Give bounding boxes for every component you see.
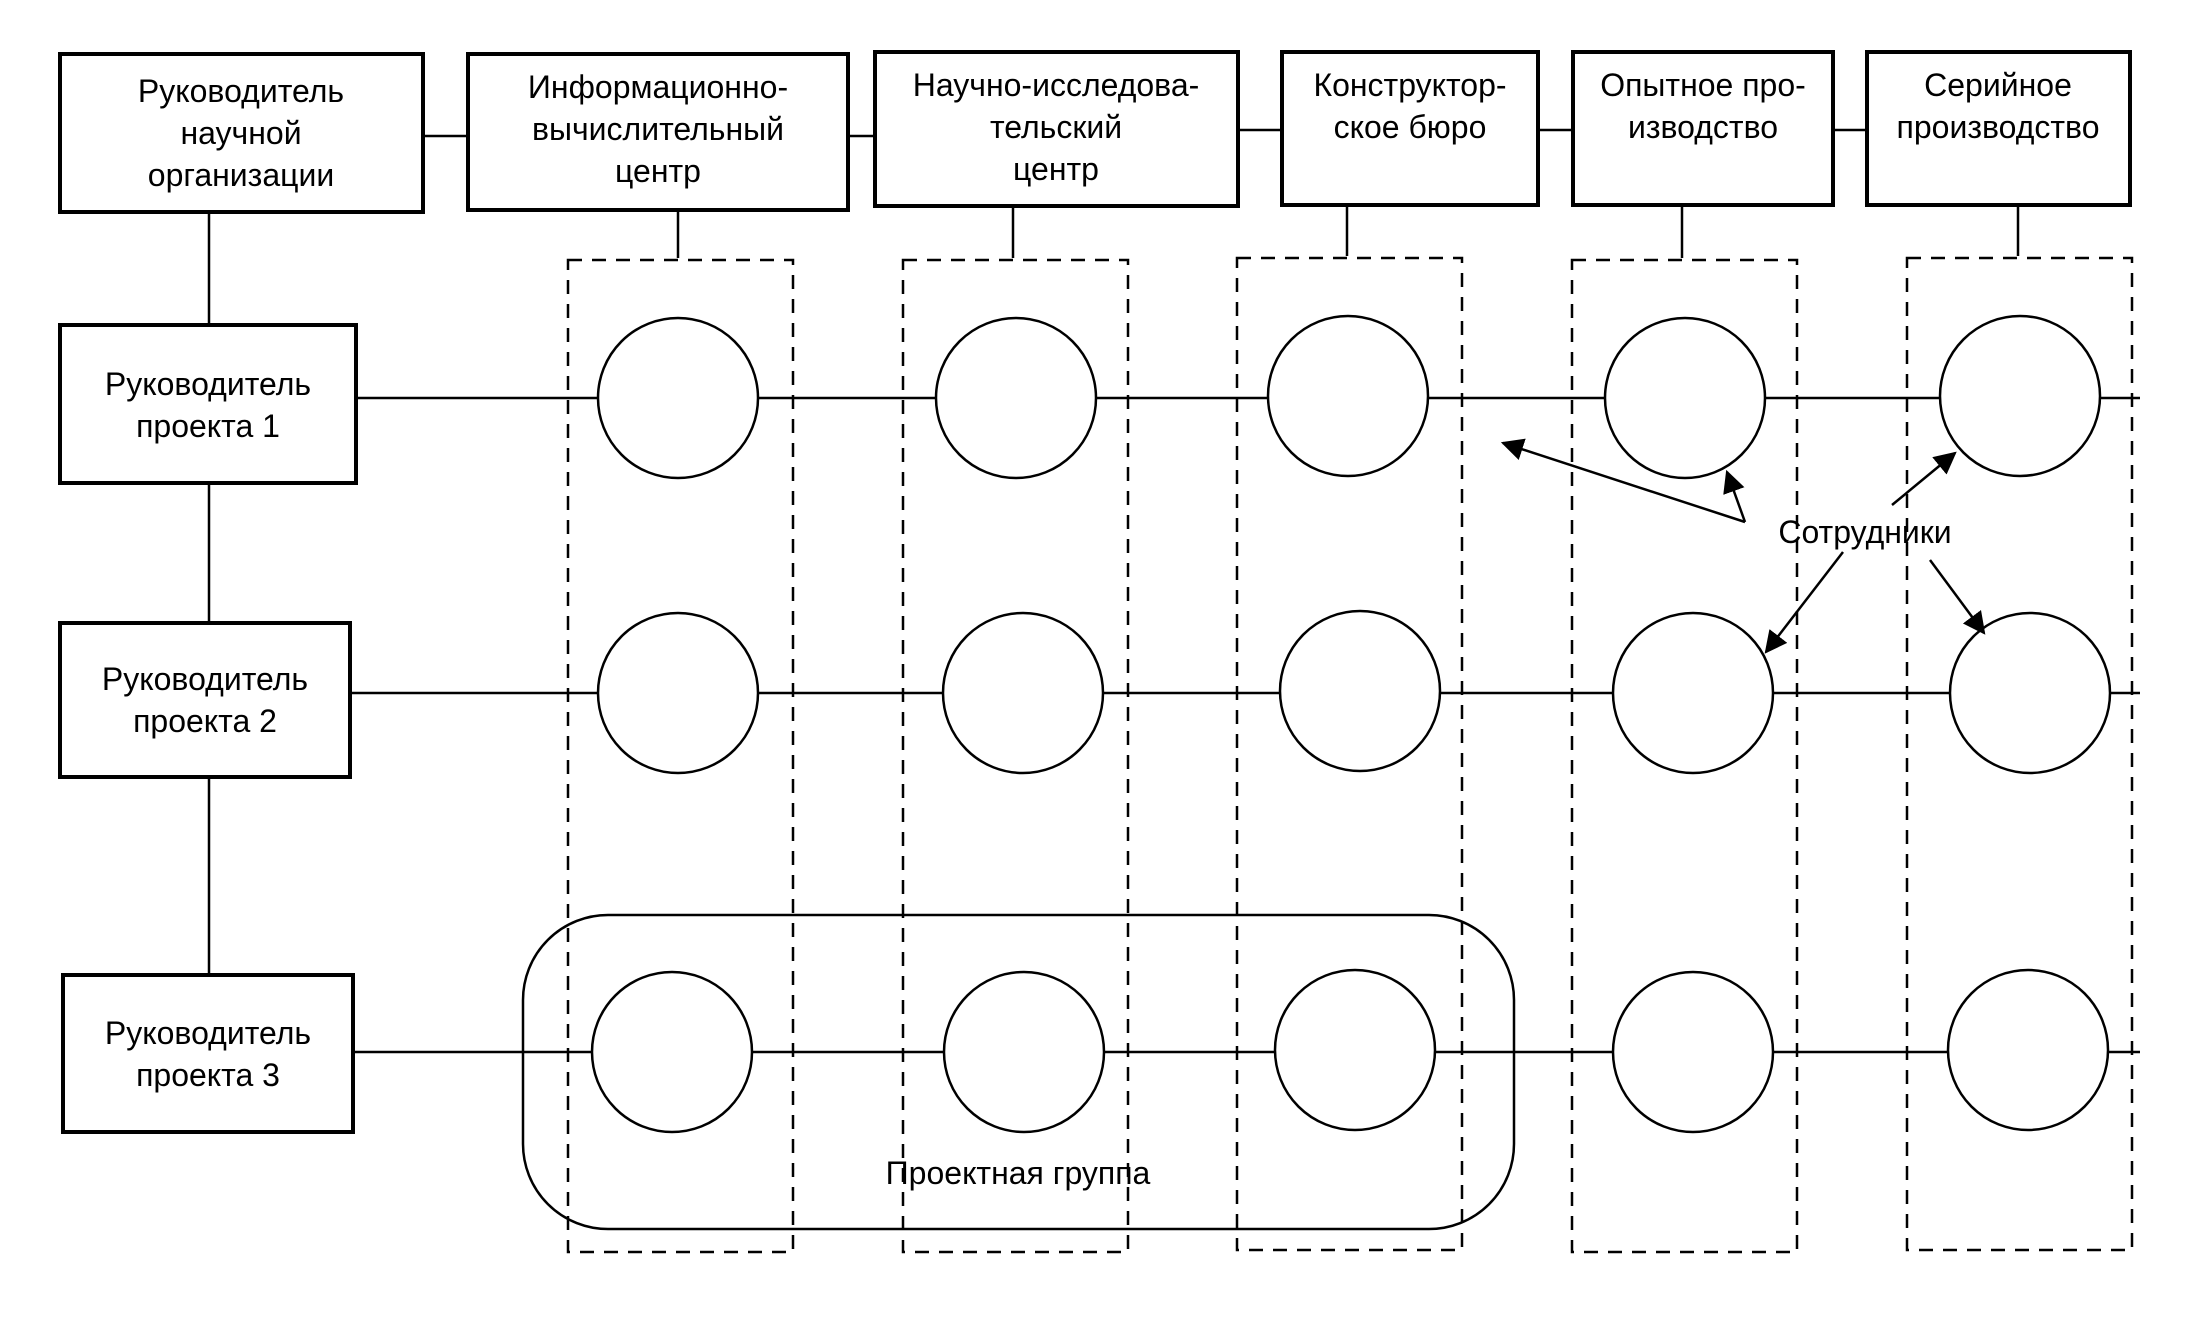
employee-circles	[590, 314, 2112, 1134]
box-computing-center: Информационно- вычислительный центр	[466, 52, 850, 212]
project-group-frame	[521, 913, 1516, 1231]
box-line: Серийное	[1924, 67, 2072, 103]
box-line: Информационно-	[528, 69, 788, 105]
employee-circle	[596, 611, 760, 775]
employee-circle	[934, 316, 1098, 480]
box-line: Конструктор-	[1313, 67, 1506, 103]
box-line: центр	[1013, 151, 1099, 187]
employees-label: Сотрудники	[1778, 514, 1951, 550]
box-line: научной	[180, 115, 301, 151]
box-design-bureau: Конструктор- ское бюро	[1280, 50, 1540, 207]
box-organization-head: Руководитель научной организации	[58, 52, 425, 214]
box-project-manager-2: Руководитель проекта 2	[58, 621, 352, 779]
box-line: Научно-исследова-	[913, 67, 1200, 103]
employees-annotation: Сотрудники	[1500, 438, 1986, 654]
department-columns	[566, 205, 2134, 1254]
employee-circle	[942, 970, 1106, 1134]
box-research-center: Научно-исследова- тельский центр	[873, 50, 1240, 208]
employee-circle	[1611, 970, 1775, 1134]
box-pilot-production: Опытное про- изводство	[1571, 50, 1835, 207]
box-line: вычислительный	[532, 111, 784, 147]
box-line: тельский	[990, 109, 1122, 145]
employee-circle	[1946, 968, 2110, 1132]
employee-circle	[1948, 611, 2112, 775]
employee-circle	[1938, 314, 2102, 478]
employee-circle	[1611, 611, 1775, 775]
employee-circle	[596, 316, 760, 480]
box-line: центр	[615, 153, 701, 189]
employee-circle	[941, 611, 1105, 775]
employee-circle	[1603, 316, 1767, 480]
box-line: организации	[148, 157, 334, 193]
employee-circle	[1266, 314, 1430, 478]
box-line: проекта 1	[136, 408, 280, 444]
employee-circle	[1273, 968, 1437, 1132]
box-serial-production: Серийное производство	[1865, 50, 2132, 207]
box-line: Руководитель	[102, 661, 308, 697]
box-line: производство	[1897, 109, 2100, 145]
box-line: проекта 3	[136, 1057, 280, 1093]
box-line: Руководитель	[105, 1015, 311, 1051]
box-project-manager-1: Руководитель проекта 1	[58, 323, 358, 485]
box-line: проекта 2	[133, 703, 277, 739]
box-line: Опытное про-	[1600, 67, 1806, 103]
box-line: ское бюро	[1334, 109, 1487, 145]
box-line: Руководитель	[138, 73, 344, 109]
box-line: изводство	[1628, 109, 1778, 145]
employee-circle	[1278, 609, 1442, 773]
project-group-label: Проектная группа	[886, 1155, 1151, 1191]
employee-circle	[590, 970, 754, 1134]
box-project-manager-3: Руководитель проекта 3	[61, 973, 355, 1134]
box-line: Руководитель	[105, 366, 311, 402]
